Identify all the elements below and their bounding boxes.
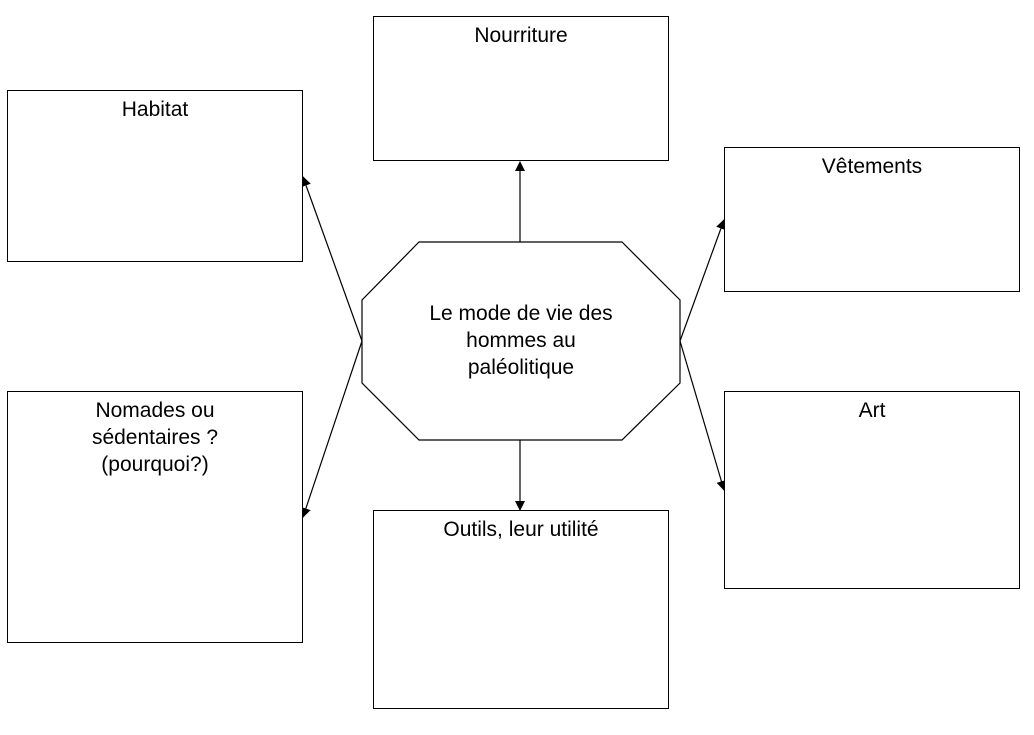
arrow-to-vetements (679, 219, 726, 342)
center-topic-label: Le mode de vie des hommes au paléolitiqu… (429, 302, 613, 379)
box-vetements: Vêtements (724, 147, 1020, 292)
arrow-to-habitat (301, 176, 363, 342)
box-vetements-label: Vêtements (821, 155, 923, 178)
box-outils: Outils, leur utilité (373, 510, 669, 709)
box-nourriture: Nourriture (373, 16, 669, 161)
box-outils-label: Outils, leur utilité (443, 518, 599, 541)
arrow-to-nomades (301, 340, 363, 518)
box-nourriture-label: Nourriture (474, 24, 568, 47)
box-nomades-label: Nomades ou sédentaires ? (pourquoi?) (91, 399, 219, 476)
box-nomades: Nomades ou sédentaires ? (pourquoi?) (7, 391, 303, 643)
box-habitat: Habitat (7, 90, 303, 262)
box-art-label: Art (858, 399, 886, 422)
box-habitat-label: Habitat (121, 98, 189, 121)
center-octagon (361, 241, 681, 441)
box-art: Art (724, 391, 1020, 589)
arrow-to-art (679, 340, 727, 491)
